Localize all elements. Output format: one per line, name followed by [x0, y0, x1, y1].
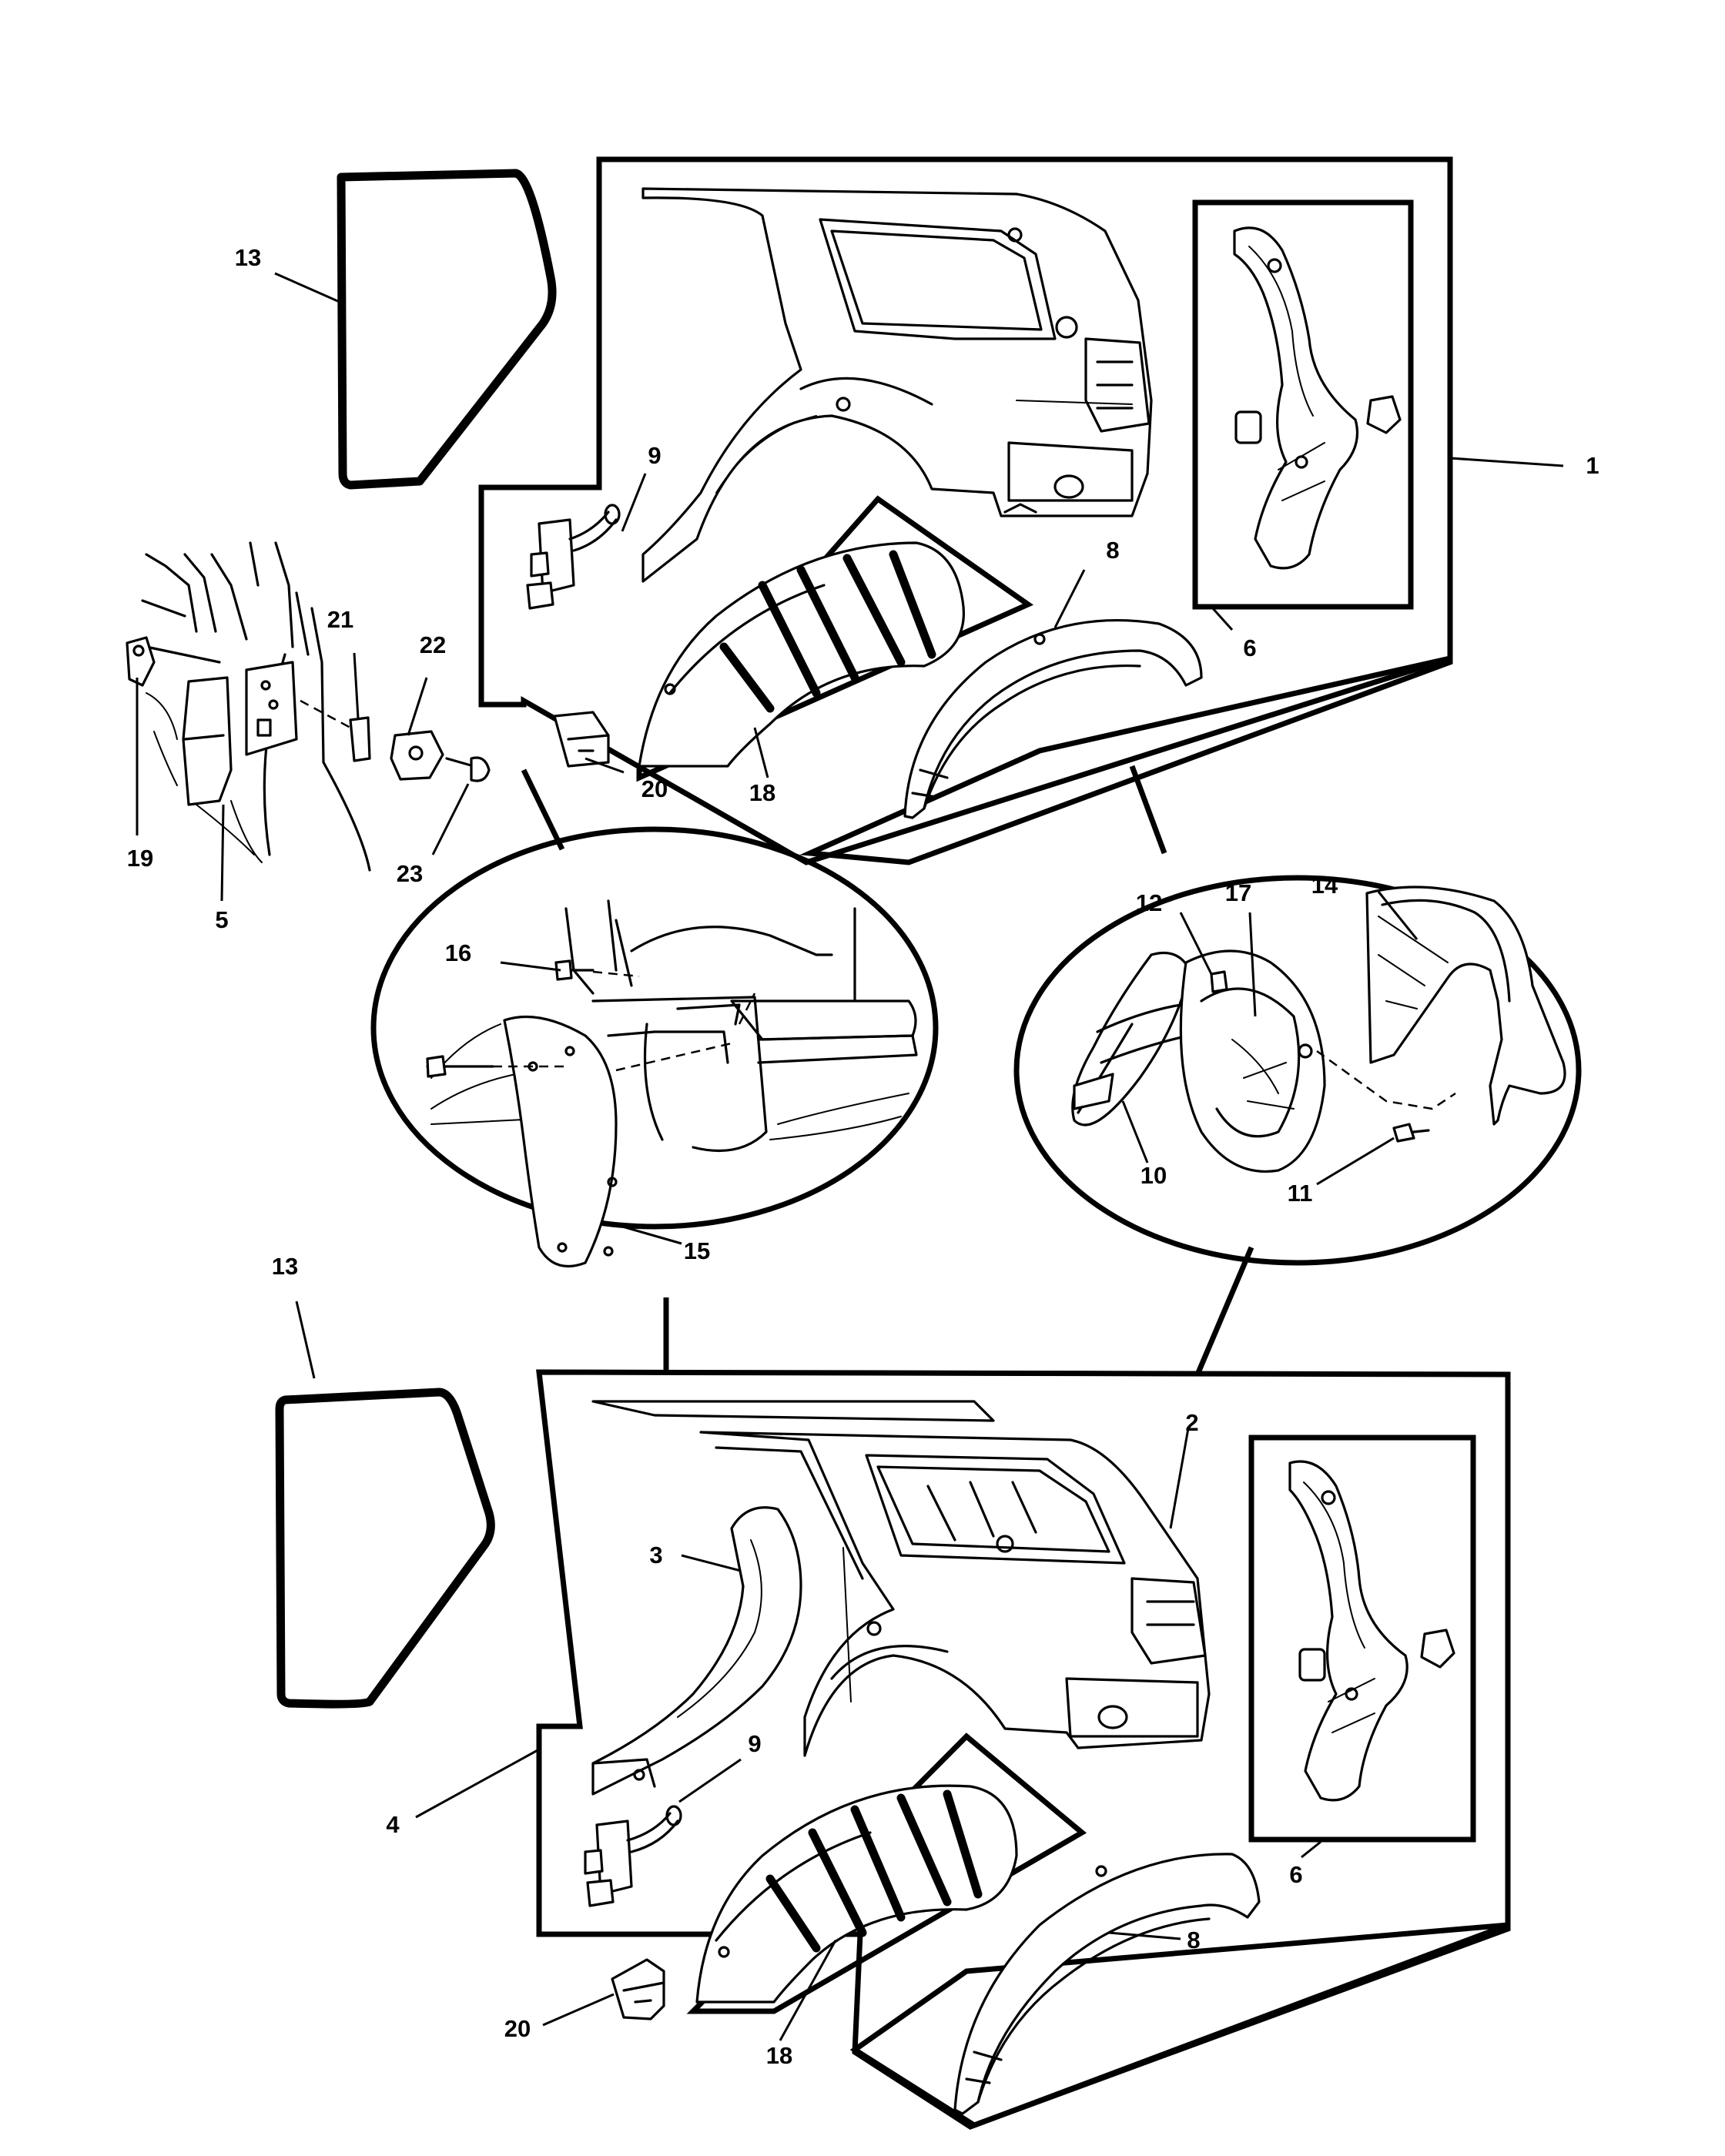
callout-18-lower: 18	[766, 2042, 792, 2069]
upper-inner-wheelhouse-frame	[1192, 199, 1414, 610]
upper-bracket	[553, 711, 610, 768]
lower-group-frame	[536, 1369, 1511, 2130]
right-detail-circle	[1013, 875, 1582, 1266]
spacer-21	[349, 716, 371, 762]
callout-21: 21	[327, 606, 353, 633]
callout-17: 17	[1225, 879, 1251, 906]
callout-20-upper: 20	[641, 775, 668, 802]
upper-outer-wheelhouse	[799, 619, 1453, 865]
lower-quarter-panel	[591, 1400, 1211, 1796]
right-detail-contents	[1071, 886, 1566, 1173]
door-striker-19	[126, 636, 156, 687]
callout-23: 23	[397, 860, 423, 887]
callout-15: 15	[684, 1237, 710, 1264]
upper-quarter-panel-group	[478, 156, 1453, 865]
callout-4: 4	[386, 1811, 400, 1838]
callout-16: 16	[445, 939, 471, 966]
callout-12: 12	[1136, 889, 1162, 916]
lower-outer-wheelhouse	[849, 1853, 1511, 2128]
callout-14: 14	[1311, 872, 1338, 899]
connector-lower-right	[1194, 1246, 1254, 1376]
callout-19: 19	[127, 845, 153, 872]
callout-labels: 1 13 9 8 6 21 22 19 5 23 20 18 16 15 12 …	[127, 244, 1599, 2069]
callout-10: 10	[1141, 1162, 1167, 1189]
lower-bracket	[611, 1958, 665, 2020]
callout-9-upper: 9	[648, 442, 661, 469]
lower-inner-wheelhouse-part	[1288, 1460, 1455, 1802]
callout-22: 22	[420, 631, 446, 658]
upper-quarter-panel	[641, 187, 1153, 583]
upper-fuel-door-hinge	[526, 504, 621, 610]
callout-3: 3	[649, 1542, 662, 1568]
detail-assembly-line	[300, 699, 351, 729]
leader-lines	[136, 272, 1564, 2041]
screw-23	[445, 756, 491, 782]
pillar-detail	[141, 541, 371, 872]
striker-plate-22	[390, 730, 444, 781]
callout-6-upper: 6	[1243, 634, 1256, 661]
callout-9-lower: 9	[748, 1730, 761, 1757]
upper-wheelhouse-liner	[636, 495, 1034, 782]
connector-upper-left	[521, 768, 565, 851]
callout-8-lower: 8	[1187, 1927, 1200, 1953]
lower-quarter-panel-group	[536, 1369, 1511, 2130]
callout-8-upper: 8	[1106, 537, 1119, 564]
left-detail-contents	[426, 899, 918, 1268]
upper-inner-wheelhouse-part	[1233, 226, 1402, 570]
upper-group-frame	[478, 156, 1453, 865]
callout-13-upper: 13	[235, 244, 261, 271]
callout-5: 5	[215, 906, 228, 933]
lower-fuel-door-hinge	[584, 1805, 682, 1907]
callout-20-lower: 20	[504, 2015, 531, 2042]
callout-11: 11	[1288, 1180, 1313, 1207]
callout-13-lower: 13	[272, 1253, 298, 1280]
callout-18-upper: 18	[749, 779, 775, 806]
connector-upper-right	[1129, 765, 1167, 855]
lower-inner-wheelhouse-frame	[1248, 1435, 1476, 1843]
lower-quarter-seal	[275, 1388, 495, 1709]
callout-6-lower: 6	[1289, 1861, 1302, 1888]
left-detail-circle	[370, 826, 939, 1230]
upper-quarter-seal	[337, 169, 557, 490]
callout-1: 1	[1586, 452, 1599, 479]
lower-outer-wheelhouse-frame	[849, 1922, 1511, 2128]
upper-outer-wheelhouse-frame	[799, 654, 1453, 865]
callout-2: 2	[1185, 1409, 1198, 1436]
